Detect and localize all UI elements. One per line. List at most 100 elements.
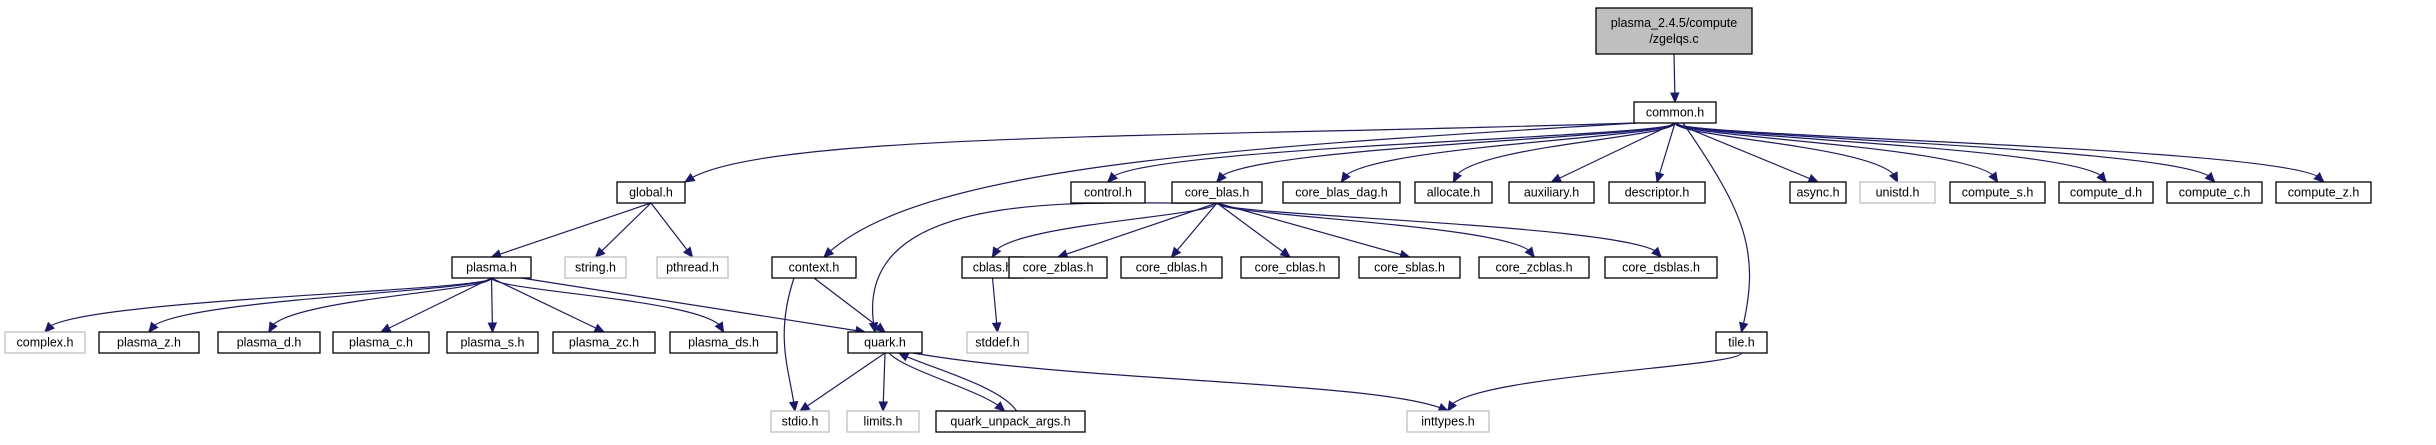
node-core-dsblas[interactable]: core_dsblas.h: [1604, 256, 1718, 279]
edge-line: [872, 202, 1218, 333]
node-core-dblas[interactable]: core_dblas.h: [1120, 256, 1223, 279]
edge-common-to-compute_d: [1674, 122, 2107, 183]
node-core-blas-dag[interactable]: core_blas_dag.h: [1282, 181, 1401, 204]
edge-line: [1447, 352, 1743, 412]
node-box: [1859, 181, 1936, 204]
edge-quark_unpack_args-to-quark: [897, 352, 1018, 412]
edge-core_blas-to-core_cblas: [1216, 202, 1291, 258]
node-plasma-z[interactable]: plasma_z.h: [98, 331, 200, 354]
edge-core_blas-to-core_dsblas: [1216, 202, 1662, 258]
edge-arrowhead: [1889, 171, 1899, 184]
node-core-sblas[interactable]: core_sblas.h: [1358, 256, 1461, 279]
node-box: [1282, 181, 1401, 204]
edge-core_blas-to-core_dblas: [1170, 202, 1218, 258]
node-plasma-d[interactable]: plasma_d.h: [217, 331, 321, 354]
node-box: [1070, 181, 1146, 204]
node-box: [770, 410, 830, 433]
node-compute-s[interactable]: compute_s.h: [1949, 181, 2046, 204]
edge-line: [491, 202, 652, 258]
node-label: quark_unpack_args.h: [950, 415, 1070, 429]
edge-line: [521, 277, 866, 333]
node-core-zblas[interactable]: core_zblas.h: [1008, 256, 1108, 279]
node-label: core_dsblas.h: [1622, 261, 1700, 275]
node-box: [552, 331, 656, 354]
node-plasma[interactable]: plasma.h: [451, 256, 532, 279]
node-box: [1478, 256, 1590, 279]
edge-arrowhead: [1550, 173, 1563, 183]
edge-plasma-to-complex: [44, 277, 493, 333]
node-label: async.h: [1796, 186, 1839, 200]
node-plasma-s[interactable]: plasma_s.h: [446, 331, 539, 354]
edge-arrowhead: [682, 246, 694, 258]
edge-line: [268, 277, 493, 333]
node-label: allocate.h: [1427, 186, 1481, 200]
edge-line: [684, 122, 1636, 183]
edge-line: [783, 277, 796, 412]
node-global[interactable]: global.h: [616, 181, 686, 204]
edge-line: [1674, 122, 2325, 183]
edge-line: [490, 277, 725, 333]
node-label: plasma_d.h: [237, 336, 302, 350]
node-box: [4, 331, 86, 354]
node-label: stdio.h: [782, 415, 819, 429]
edge-line: [1216, 202, 1662, 258]
node-box: [451, 256, 532, 279]
edge-core_blas-to-core_sblas: [1216, 202, 1411, 260]
node-context[interactable]: context.h: [771, 256, 857, 279]
edge-arrowhead: [1340, 171, 1351, 184]
edge-line: [991, 202, 1218, 258]
node-label: core_cblas.h: [1255, 261, 1326, 275]
node-label: plasma_c.h: [349, 336, 413, 350]
node-quark[interactable]: quark.h: [847, 331, 923, 354]
edge-arrowhead: [1170, 246, 1182, 258]
edge-line: [1674, 122, 1819, 183]
nodes-layer: plasma_2.4.5/compute/zgelqs.c common.h glo…: [4, 7, 2372, 433]
node-label: context.h: [789, 261, 840, 275]
edge-line: [1674, 122, 1899, 183]
node-box: [332, 331, 430, 354]
edge-arrowhead: [1437, 402, 1450, 412]
node-limits: limits.h: [846, 410, 920, 433]
node-compute-c[interactable]: compute_c.h: [2166, 181, 2263, 204]
node-compute-z[interactable]: compute_z.h: [2275, 181, 2372, 204]
node-complex: complex.h: [4, 331, 86, 354]
node-common[interactable]: common.h: [1633, 101, 1717, 124]
edge-arrowhead: [1739, 321, 1749, 334]
node-core-zcblas[interactable]: core_zcblas.h: [1478, 256, 1590, 279]
edge-plasma-to-plasma_s: [487, 277, 498, 334]
node-async[interactable]: async.h: [1789, 181, 1847, 204]
node-label: string.h: [575, 261, 616, 275]
edge-cblas-to-stddef: [991, 277, 1002, 334]
node-box: [1008, 256, 1108, 279]
edge-arrowhead: [823, 247, 835, 258]
node-label: plasma_ds.h: [688, 336, 759, 350]
node-descriptor[interactable]: descriptor.h: [1608, 181, 1706, 204]
node-label: auxiliary.h: [1524, 186, 1579, 200]
edge-arrowhead: [148, 321, 159, 333]
node-plasma-c[interactable]: plasma_c.h: [332, 331, 430, 354]
node-compute-d[interactable]: compute_d.h: [2058, 181, 2154, 204]
edge-arrowhead: [1524, 246, 1535, 258]
node-root[interactable]: plasma_2.4.5/compute/zgelqs.c: [1595, 7, 1753, 55]
node-plasma-ds[interactable]: plasma_ds.h: [669, 331, 778, 354]
node-box: [1171, 181, 1263, 204]
node-auxiliary[interactable]: auxiliary.h: [1508, 181, 1595, 204]
node-tile[interactable]: tile.h: [1715, 331, 1768, 354]
node-core-blas[interactable]: core_blas.h: [1171, 181, 1263, 204]
node-plasma-zc[interactable]: plasma_zc.h: [552, 331, 656, 354]
node-quark-unpack-args[interactable]: quark_unpack_args.h: [935, 410, 1086, 433]
edge-plasma-to-quark: [521, 277, 867, 336]
edge-common-to-core_blas_dag: [1340, 122, 1676, 184]
node-label: cblas.h: [973, 261, 1013, 275]
node-pthread: pthread.h: [656, 256, 729, 279]
edge-arrowhead: [878, 401, 889, 413]
node-cblas[interactable]: cblas.h: [961, 256, 1024, 279]
edge-arrowhead: [268, 321, 278, 334]
edge-arrowhead: [683, 172, 696, 183]
node-box: [847, 331, 923, 354]
node-core-cblas[interactable]: core_cblas.h: [1240, 256, 1340, 279]
edge-arrowhead: [1216, 171, 1227, 183]
node-control[interactable]: control.h: [1070, 181, 1146, 204]
edge-arrowhead: [487, 322, 498, 334]
node-allocate[interactable]: allocate.h: [1414, 181, 1493, 204]
